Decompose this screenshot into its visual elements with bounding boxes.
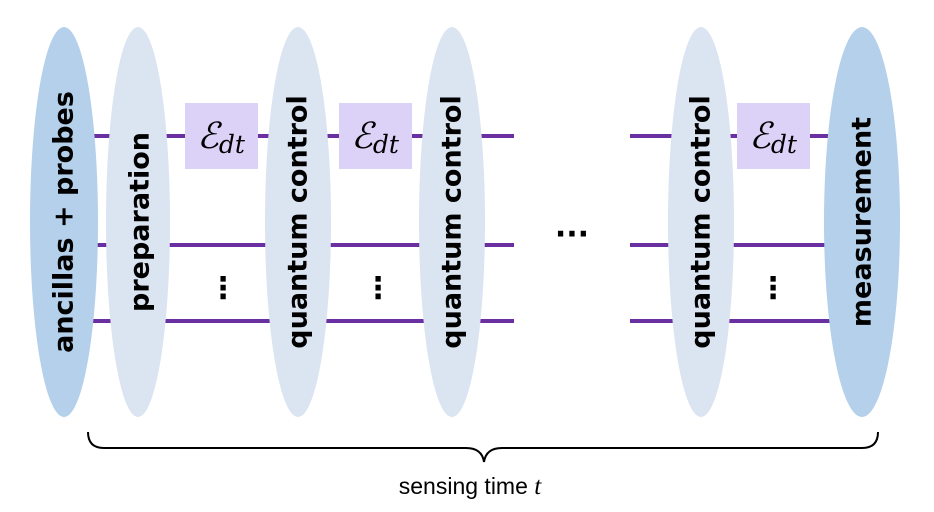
channel-symbol: ℰ bbox=[351, 116, 376, 157]
channel-box: ℰdt bbox=[339, 103, 412, 169]
oval-measurement bbox=[824, 27, 900, 417]
vertical-ellipsis: ⋮ bbox=[363, 271, 393, 306]
label-quantum-control: quantum control bbox=[283, 95, 314, 348]
channel-subscript: dt bbox=[373, 130, 400, 159]
horizontal-ellipsis: ··· bbox=[555, 217, 589, 252]
channel-box-rect bbox=[185, 103, 258, 169]
oval-ancillas-probes bbox=[30, 27, 98, 417]
label-quantum-control: quantum control bbox=[437, 95, 468, 348]
label-ancillas-probes: ancillas + probes bbox=[49, 91, 80, 353]
channel-subscript: dt bbox=[771, 130, 798, 159]
caption-variable: t bbox=[534, 473, 542, 500]
vertical-ellipsis: ⋮ bbox=[758, 271, 788, 306]
channel-subscript: dt bbox=[219, 130, 246, 159]
oval-quantum-control bbox=[265, 27, 331, 417]
channel-symbol: ℰ bbox=[197, 116, 222, 157]
channel-box-rect bbox=[737, 103, 810, 169]
channel-label: ℰdt bbox=[197, 116, 246, 159]
oval-quantum-control bbox=[419, 27, 485, 417]
oval-quantum-control bbox=[668, 27, 734, 417]
caption-text: sensing time bbox=[399, 473, 535, 499]
channel-label: ℰdt bbox=[351, 116, 400, 159]
oval-preparation bbox=[106, 27, 170, 417]
label-quantum-control: quantum control bbox=[686, 95, 717, 348]
channel-box: ℰdt bbox=[737, 103, 810, 169]
channel-box-rect bbox=[339, 103, 412, 169]
sensing-time-caption: sensing time t bbox=[399, 473, 543, 500]
channel-label: ℰdt bbox=[749, 116, 798, 159]
channel-symbol: ℰ bbox=[749, 116, 774, 157]
label-preparation: preparation bbox=[125, 132, 156, 312]
curly-brace bbox=[87, 431, 879, 463]
channel-box: ℰdt bbox=[185, 103, 258, 169]
vertical-ellipsis: ⋮ bbox=[208, 271, 238, 306]
label-measurement: measurement bbox=[847, 117, 878, 327]
